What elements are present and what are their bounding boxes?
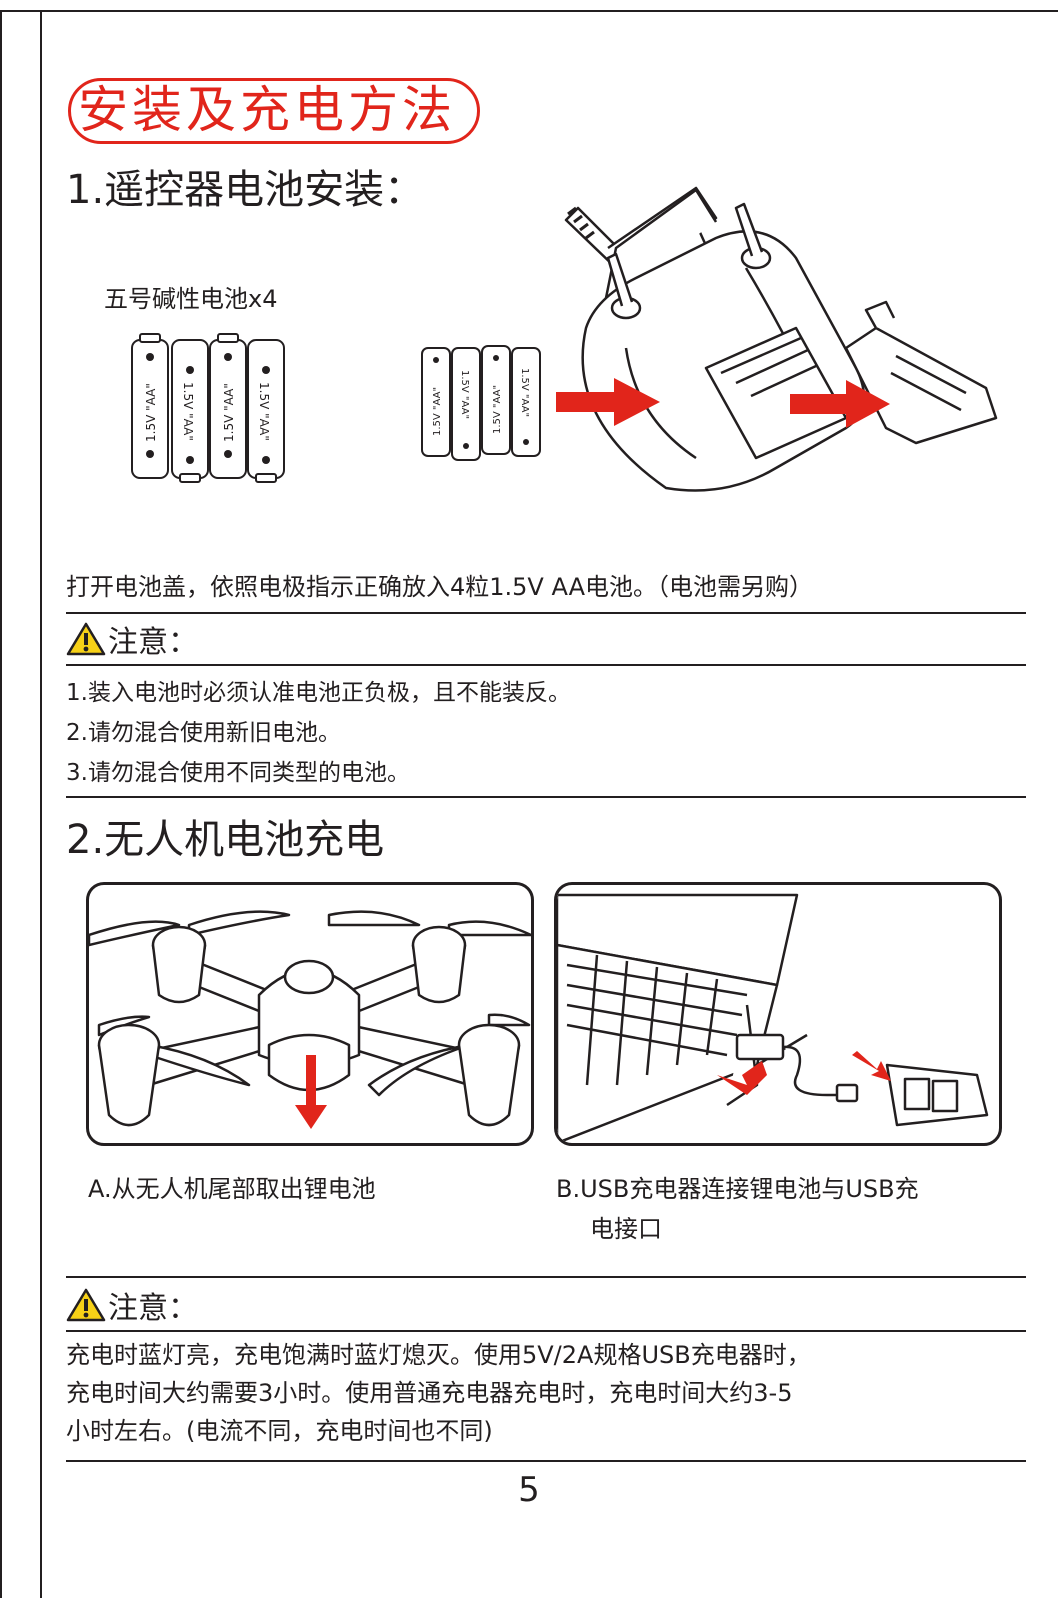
battery-3 <box>209 333 247 479</box>
notice2-line: 充电时间大约需要3小时。使用普通充电器充电时，充电时间大约3-5 <box>66 1379 793 1407</box>
battery-instruction: 打开电池盖，依照电极指示正确放入4粒1.5V AA电池。（电池需另购） <box>66 573 813 601</box>
notice2-line: 充电时蓝灯亮，充电饱满时蓝灯熄灭。使用5V/2A规格USB充电器时， <box>66 1341 811 1369</box>
remote-controller-illustration <box>564 186 998 492</box>
notice1-item: 2.请勿混合使用新旧电池。 <box>66 720 341 746</box>
laptop-illustration <box>557 893 989 1143</box>
red-arrow-icon <box>790 380 890 428</box>
page-title: 安装及充电方法 <box>78 81 456 139</box>
divider <box>66 1460 1026 1462</box>
divider <box>66 664 1026 666</box>
laptop-panel <box>554 882 1002 1146</box>
battery-2-text: 1.5V "AA" <box>181 382 195 441</box>
notice1-title-row: 注意： <box>66 622 198 661</box>
notice2-title: 注意： <box>108 1291 198 1326</box>
title-oval <box>68 78 480 144</box>
aa-batteries-small-illustration: 1.5V "AA" 1.5V "AA" 1.5V "AA" 1.5V "AA" <box>421 345 541 461</box>
aa-batteries-illustration: 1.5V "AA" 1.5V "AA" 1.5V "AA" 1.5V "AA" <box>131 333 285 483</box>
battery-1 <box>131 333 169 479</box>
notice1-item: 3.请勿混合使用不同类型的电池。 <box>66 760 410 786</box>
battery-3-text: 1.5V "AA" <box>222 383 236 442</box>
divider <box>66 1330 1026 1332</box>
svg-text:1.5V "AA": 1.5V "AA" <box>432 387 443 436</box>
divider <box>66 1276 1026 1278</box>
svg-text:1.5V "AA": 1.5V "AA" <box>492 385 503 434</box>
caption-a: A.从无人机尾部取出锂电池 <box>88 1175 376 1203</box>
drone-panel <box>86 882 534 1146</box>
section1-heading: 1.遥控器电池安装： <box>66 167 425 213</box>
battery-1-text: 1.5V "AA" <box>144 383 158 442</box>
notice1-item: 1.装入电池时必须认准电池正负极，且不能装反。 <box>66 680 571 706</box>
page-frame-top <box>0 10 1058 12</box>
page-frame-left-outer <box>0 10 2 1598</box>
drone-illustration <box>89 910 531 1129</box>
caption-b-line1: B.USB充电器连接锂电池与USB充 <box>556 1175 919 1203</box>
svg-text:1.5V "AA": 1.5V "AA" <box>459 370 470 419</box>
notice2-title-row: 注意： <box>66 1288 198 1327</box>
battery-label: 五号碱性电池x4 <box>104 285 278 313</box>
battery-4 <box>247 339 285 483</box>
red-arrow-icon <box>556 378 660 426</box>
divider <box>66 612 1026 614</box>
battery-4-text: 1.5V "AA" <box>257 382 271 441</box>
warning-triangle-icon <box>66 1288 106 1322</box>
page-number: 5 <box>518 1470 540 1510</box>
divider <box>66 796 1026 798</box>
notice2-line: 小时左右。(电流不同，充电时间也不同) <box>66 1417 493 1445</box>
section2-heading: 2.无人机电池充电 <box>66 817 385 863</box>
notice1-title: 注意： <box>108 625 198 660</box>
caption-b-line2: 电接口 <box>590 1215 662 1243</box>
warning-triangle-icon <box>66 622 106 656</box>
page-frame-left <box>40 10 42 1598</box>
battery-2 <box>171 339 209 483</box>
svg-text:1.5V "AA": 1.5V "AA" <box>519 368 530 417</box>
